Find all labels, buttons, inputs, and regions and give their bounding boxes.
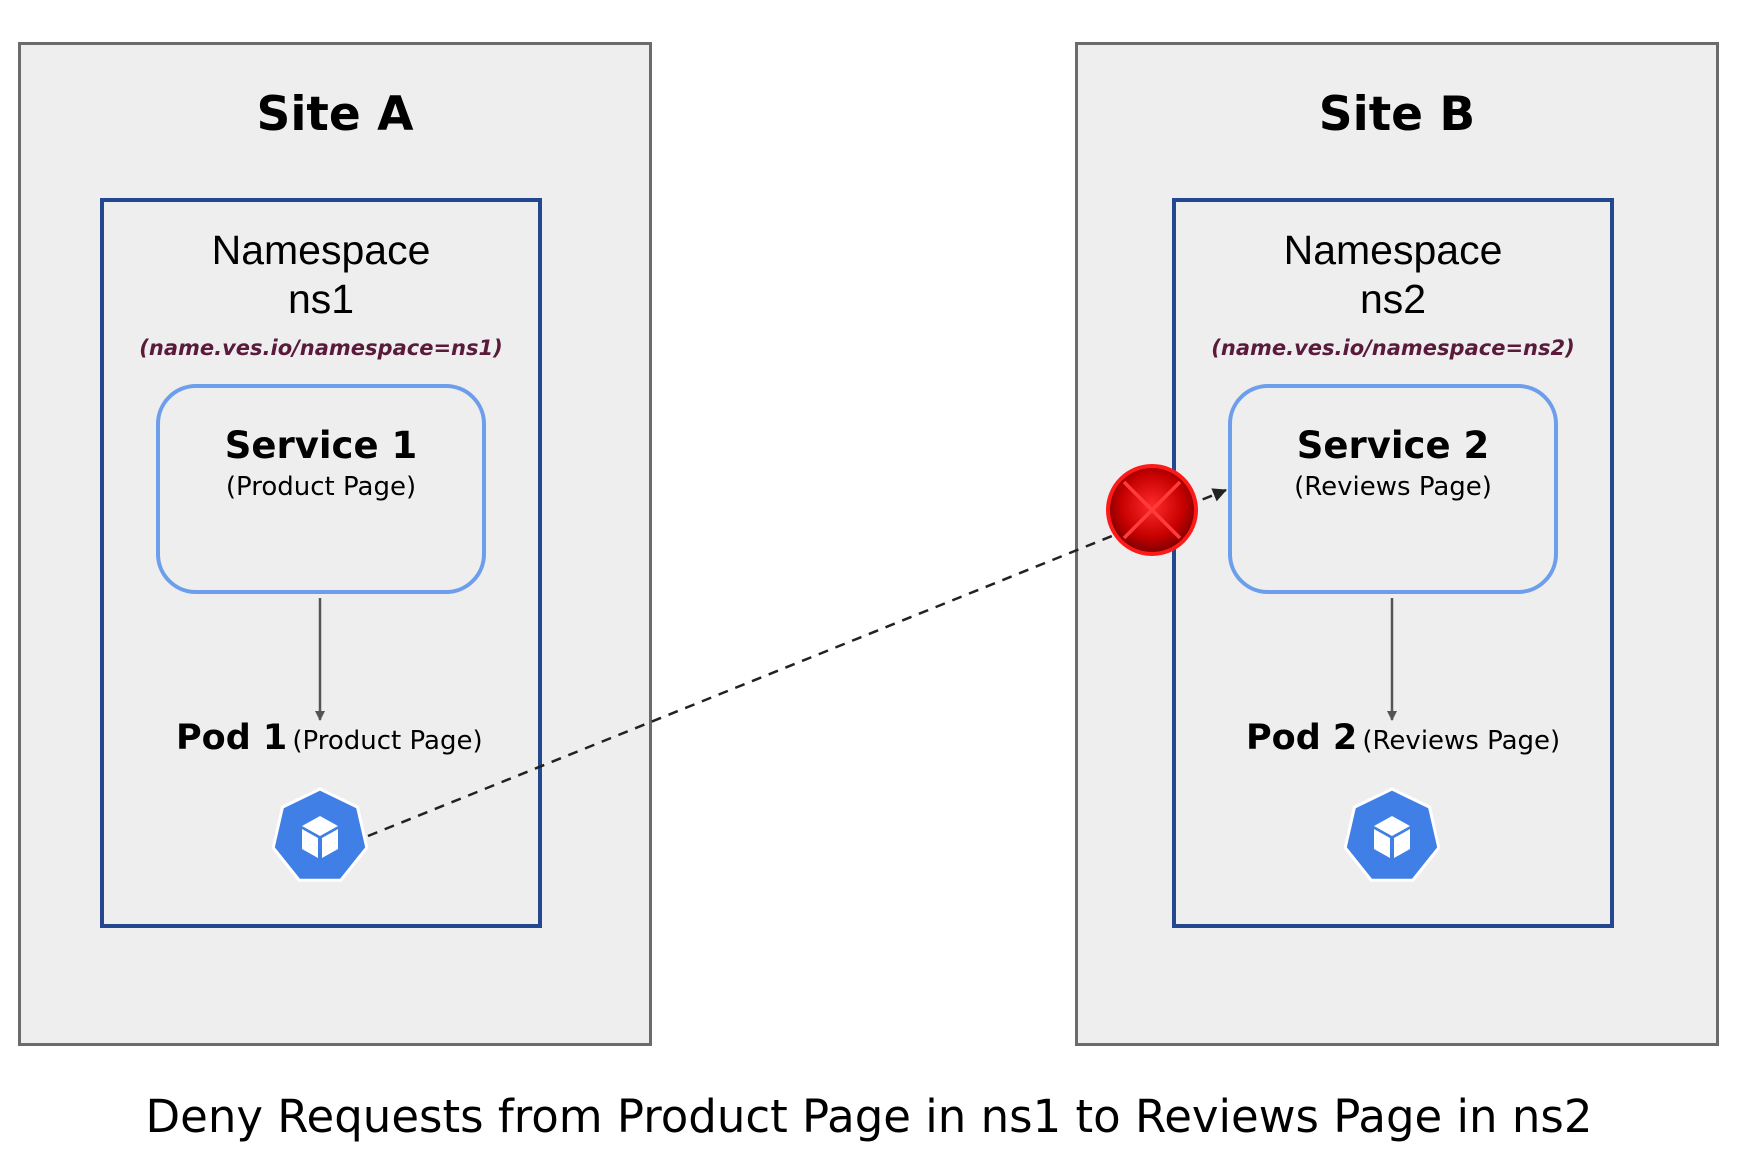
- pod-2-name: Pod 2: [1246, 718, 1358, 758]
- pod-1-name: Pod 1: [176, 718, 288, 758]
- service-2-title: Service 2: [1296, 424, 1490, 467]
- service-1-box: Service 1 (Product Page): [156, 384, 486, 594]
- diagram-caption: Deny Requests from Product Page in ns1 t…: [145, 1090, 1593, 1143]
- pod-1-label: Pod 1 (Product Page): [176, 718, 483, 758]
- namespace-ns1-title: Namespace ns1: [104, 226, 538, 324]
- namespace-ns1-title-line1: Namespace: [211, 227, 431, 273]
- namespace-ns2-title-line1: Namespace: [1283, 227, 1503, 273]
- service-2-subtitle: (Reviews Page): [1294, 472, 1492, 502]
- denied-request-line: [367, 488, 1227, 838]
- pod-2-label: Pod 2 (Reviews Page): [1246, 718, 1560, 758]
- namespace-ns2-box: Namespace ns2 (name.ves.io/namespace=ns2…: [1172, 198, 1614, 928]
- site-a-title: Site A: [256, 87, 414, 142]
- kubernetes-pod-icon: [271, 787, 369, 882]
- deny-x-icon: [1106, 464, 1198, 556]
- pod-1-subtitle: (Product Page): [292, 726, 483, 756]
- pod-2-subtitle: (Reviews Page): [1362, 726, 1561, 756]
- namespace-ns2-label: (name.ves.io/namespace=ns2): [1211, 336, 1575, 360]
- service-1-title: Service 1: [224, 424, 418, 467]
- namespace-ns2-title: Namespace ns2: [1176, 226, 1610, 324]
- kubernetes-pod-icon: [1343, 787, 1441, 882]
- namespace-ns1-box: Namespace ns1 (name.ves.io/namespace=ns1…: [100, 198, 542, 928]
- namespace-ns1-label: (name.ves.io/namespace=ns1): [139, 336, 503, 360]
- namespace-ns1-title-line2: ns1: [287, 276, 355, 322]
- service-2-box: Service 2 (Reviews Page): [1228, 384, 1558, 594]
- service-1-subtitle: (Product Page): [225, 472, 417, 502]
- site-b-title: Site B: [1318, 87, 1476, 142]
- namespace-ns2-title-line2: ns2: [1359, 276, 1427, 322]
